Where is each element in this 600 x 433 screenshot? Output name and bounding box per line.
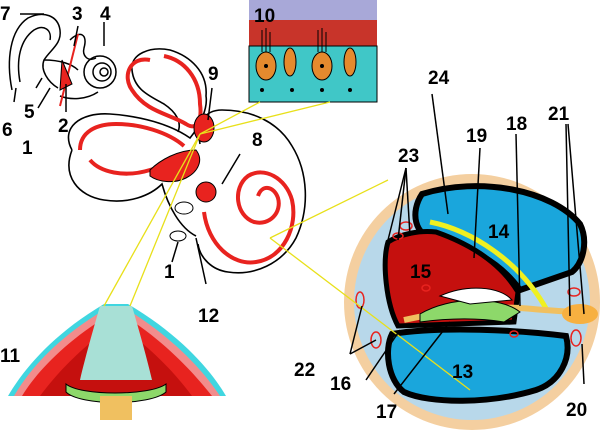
label-21: 21: [548, 104, 570, 125]
leader-lines: [13, 13, 585, 395]
label-17: 17: [376, 402, 397, 423]
label-9: 9: [208, 64, 219, 85]
label-5: 5: [24, 102, 35, 123]
otolith-layer: [249, 0, 377, 20]
number-labels: 7 3 4 5 6 1 2 9 10 8 1 12 11 24 23 19 18…: [0, 4, 587, 423]
label-3: 3: [72, 4, 83, 25]
reissner-membrane: [429, 219, 551, 314]
label-15: 15: [410, 262, 432, 283]
label-7: 7: [0, 4, 11, 25]
organ-of-corti: [419, 299, 521, 323]
label-8: 8: [252, 130, 263, 151]
saccule: [195, 181, 217, 203]
round-window: [169, 230, 187, 242]
cochlea-outline-mid: [92, 62, 112, 82]
cilia-bundles: [261, 28, 327, 52]
label-20: 20: [566, 400, 587, 421]
ear-overview-inset: [8, 13, 117, 100]
cochlea-cross-section: [344, 174, 600, 430]
label-6: 6: [2, 120, 13, 141]
ear-canal-outline: [17, 26, 52, 83]
cochlea-outline-outer: [83, 55, 117, 89]
label-11: 11: [0, 346, 21, 367]
hair-cell-inset: [248, 0, 378, 103]
label-19: 19: [466, 126, 487, 147]
middle-ear-outline: [43, 59, 79, 71]
posterior-canal: [78, 121, 186, 151]
scala-tympani: [385, 326, 571, 404]
label-23: 23: [398, 146, 419, 167]
label-22: 22: [294, 360, 315, 381]
label-16: 16: [330, 374, 351, 395]
labyrinth: [67, 48, 307, 274]
cochlear-duct: [202, 170, 296, 265]
label-13: 13: [452, 362, 473, 383]
label-14: 14: [488, 222, 510, 243]
bony-labyrinth-outline: [67, 48, 307, 274]
section-line: [59, 33, 79, 107]
label-2: 2: [58, 116, 69, 137]
label-12: 12: [198, 306, 219, 327]
cupula: [80, 306, 152, 380]
cupula-inset: [8, 304, 226, 420]
label-18: 18: [506, 114, 527, 135]
oval-window: [174, 201, 194, 215]
guide-lines: [103, 101, 471, 391]
crista-base: [100, 396, 132, 420]
label-10: 10: [254, 6, 275, 27]
label-1b: 1: [164, 262, 175, 283]
label-24: 24: [428, 68, 450, 89]
crista-hair-cells: [65, 382, 167, 403]
anterior-canal: [125, 54, 203, 129]
label-1a: 1: [22, 138, 33, 159]
cochlea-outline-inner: [99, 67, 109, 77]
nuclei: [260, 64, 352, 92]
label-4: 4: [100, 4, 111, 25]
outer-ear-outline: [8, 13, 61, 91]
tectorial-membrane: [438, 287, 514, 305]
spiral-ligament-knob: [562, 304, 598, 324]
